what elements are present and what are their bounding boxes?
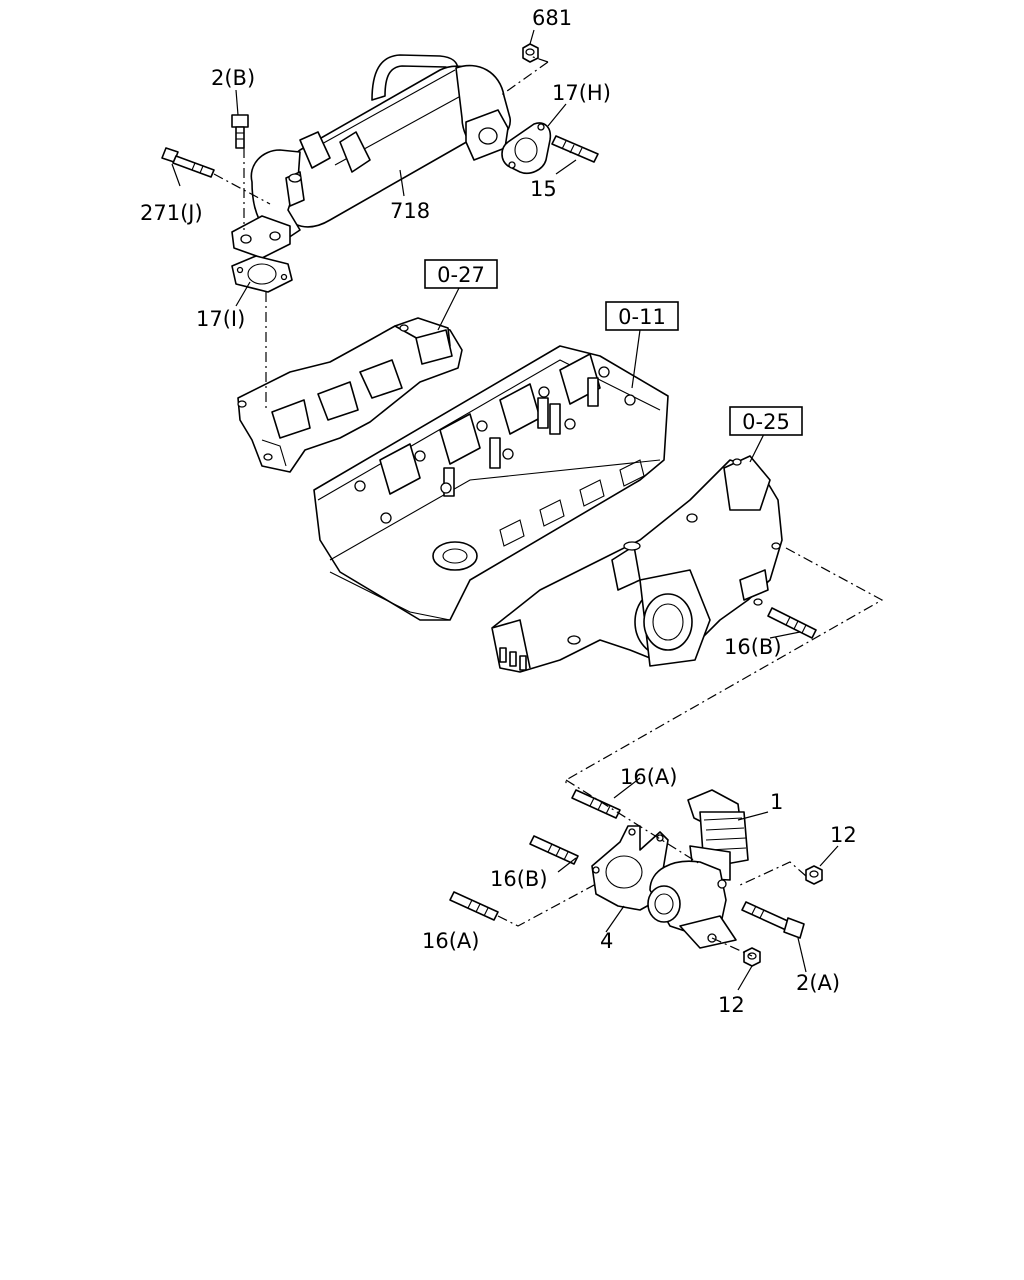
callout-2b: 2(B) (211, 66, 255, 90)
stud-16b-upper (767, 607, 817, 639)
callout-16b-lower: 16(B) (490, 867, 548, 891)
gasket-17h (501, 122, 552, 175)
egr-valve (647, 789, 749, 949)
callout-labels: 681 2(B) 17(H) 271(J) 718 15 17(I) 16(B)… (140, 6, 857, 1017)
bolt-2b (231, 114, 249, 149)
ref-box-0-11[interactable]: 0-11 (605, 301, 679, 331)
callout-15: 15 (530, 177, 557, 201)
intake-manifold (491, 455, 783, 673)
callout-16a-lower: 16(A) (422, 929, 479, 953)
gasket-4 (591, 825, 669, 911)
egr-cooler (231, 54, 511, 259)
ref-label-0-27: 0-27 (437, 263, 485, 287)
callout-12-upper: 12 (830, 823, 857, 847)
nut-12-lower (743, 947, 761, 967)
ref-box-0-27[interactable]: 0-27 (424, 259, 498, 289)
bolt-271j (161, 147, 215, 178)
ref-label-0-25: 0-25 (742, 410, 790, 434)
callout-17i: 17(I) (196, 307, 245, 331)
leader-lines (171, 29, 839, 991)
callout-16a-upper: 16(A) (620, 765, 677, 789)
exhaust-manifold (237, 317, 463, 473)
stud-16a-upper (571, 789, 621, 819)
nut-681 (522, 43, 539, 63)
callout-16b-upper: 16(B) (724, 635, 782, 659)
callout-12-lower: 12 (718, 993, 745, 1017)
callout-17h: 17(H) (552, 81, 611, 105)
stud-16b-lower (529, 835, 579, 865)
callout-2a: 2(A) (796, 971, 840, 995)
callout-681: 681 (532, 6, 572, 30)
callout-718: 718 (390, 199, 430, 223)
ref-label-0-11: 0-11 (618, 305, 666, 329)
callout-271j: 271(J) (140, 201, 203, 225)
cylinder-head (313, 345, 669, 621)
ref-box-0-25[interactable]: 0-25 (729, 406, 803, 436)
nut-12-upper (805, 865, 823, 885)
stud-15 (551, 135, 599, 163)
callout-4: 4 (600, 929, 613, 953)
callout-1: 1 (770, 790, 783, 814)
alignment-lines (213, 55, 884, 957)
stud-16a-lower (449, 891, 499, 921)
gasket-17i (231, 255, 293, 293)
bolt-2a (741, 901, 805, 939)
